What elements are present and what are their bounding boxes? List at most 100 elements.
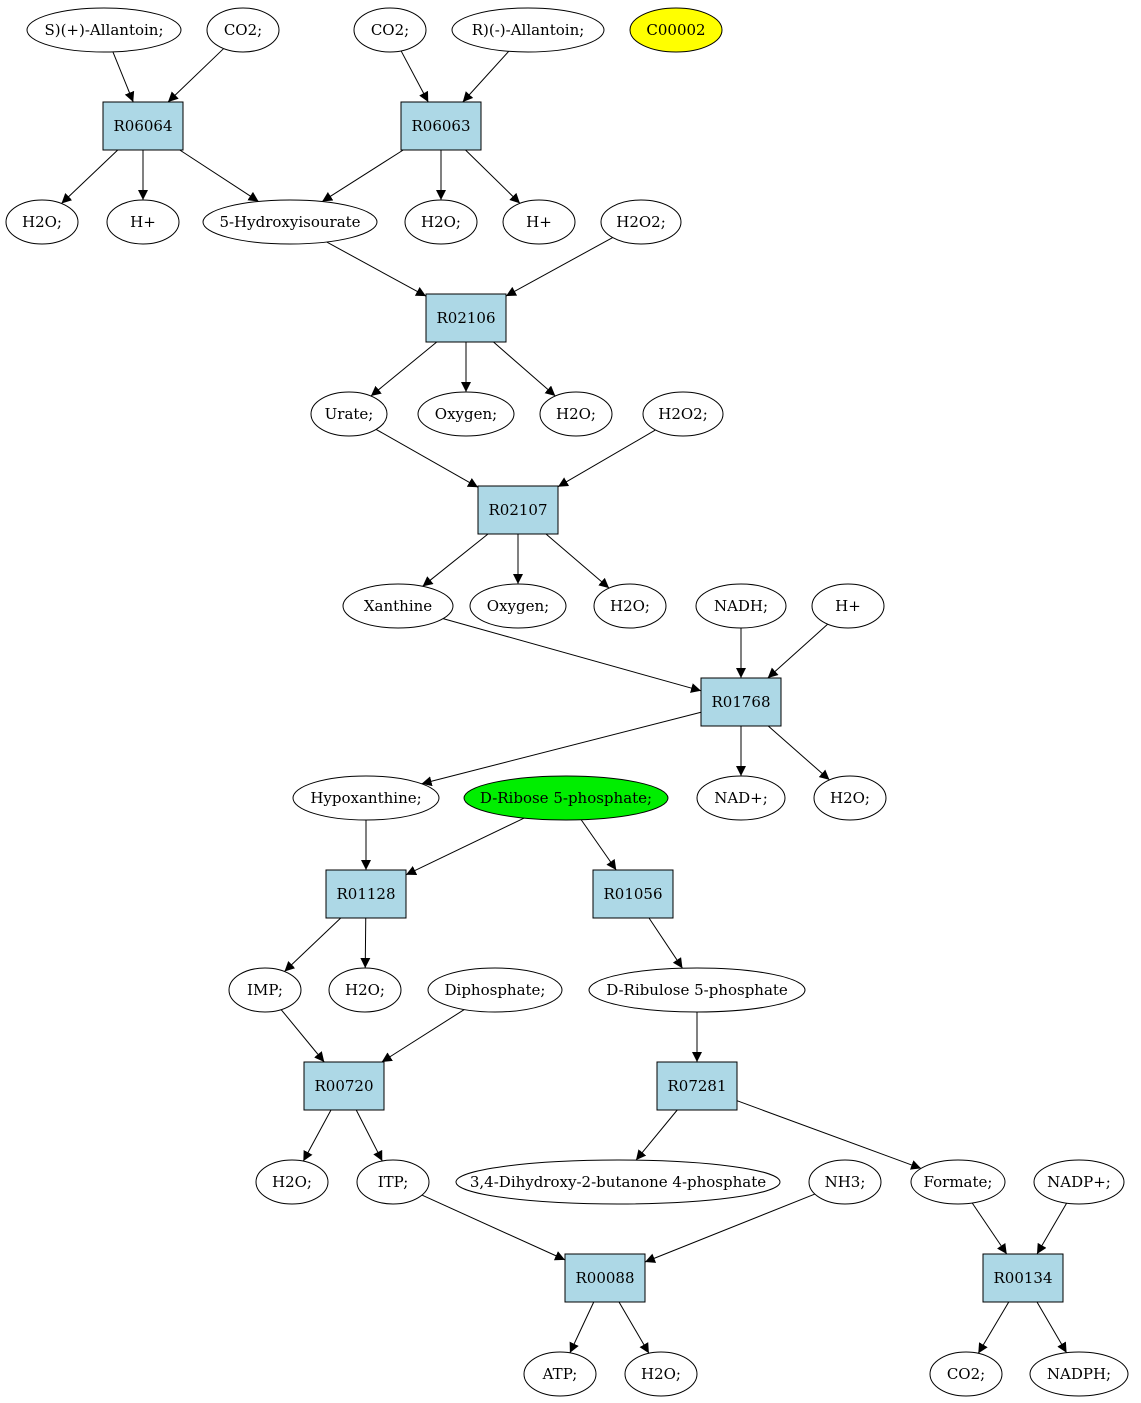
node-nadh: NADH; [695, 583, 787, 629]
node-label: R06063 [411, 117, 470, 135]
node-label: R)(-)-Allantoin; [472, 21, 585, 39]
edge-r00088-to-h2o-8 [618, 1301, 650, 1354]
compound-ellipse [356, 1159, 430, 1205]
node-diphosphate: Diphosphate; [427, 967, 563, 1013]
node-itp: ITP; [356, 1159, 430, 1205]
node-r07281: R07281 [656, 1061, 738, 1111]
node-label: NADH; [714, 597, 768, 615]
compound-ellipse [629, 7, 723, 53]
compound-ellipse [624, 1351, 698, 1397]
edge-r06064-to-hydroxyisourate [179, 149, 259, 202]
node-r01768: R01768 [700, 677, 782, 727]
edge-formate-to-r00134 [971, 1202, 1008, 1255]
reaction-box [656, 1061, 738, 1111]
edge-r01056-to-ribulose5p [648, 917, 683, 969]
compound-ellipse [808, 1159, 882, 1205]
edge-r00134-to-co2-c [977, 1301, 1010, 1354]
edge-r07281-to-formate [736, 1100, 922, 1170]
node-label: R00088 [575, 1269, 634, 1287]
edge-hydroxyisourate-to-r02106 [326, 241, 427, 297]
compound-ellipse [353, 7, 427, 53]
node-c00002: C00002 [629, 7, 723, 53]
reaction-box [564, 1253, 646, 1303]
compound-ellipse [539, 391, 613, 437]
compound-ellipse [593, 583, 667, 629]
edge-r02107-to-h2o-4 [545, 533, 610, 589]
compound-ellipse [106, 199, 180, 245]
node-s-allantoin: S)(+)-Allantoin; [26, 7, 182, 53]
node-label: NADPH; [1047, 1365, 1111, 1383]
node-hplus-1: H+ [106, 199, 180, 245]
node-label: H2O; [272, 1173, 312, 1191]
node-label: H2O2; [616, 213, 666, 231]
compound-ellipse [811, 583, 885, 629]
edge-nadpplus-to-r00134 [1036, 1202, 1068, 1255]
node-r01056: R01056 [592, 869, 674, 919]
edge-ribose5p-to-r01056 [580, 819, 617, 871]
node-nadpplus: NADP+; [1033, 1159, 1125, 1205]
compound-ellipse [5, 199, 79, 245]
node-label: R02106 [436, 309, 495, 327]
node-label: H2O; [421, 213, 461, 231]
compound-ellipse [695, 583, 787, 629]
node-label: H2O; [830, 789, 870, 807]
node-co2-b: CO2; [353, 7, 427, 53]
edge-r02106-to-h2o-3 [493, 341, 556, 397]
node-hplus-2: H+ [502, 199, 576, 245]
node-label: H+ [526, 213, 552, 231]
edge-nh3-to-r00088 [644, 1193, 816, 1263]
node-label: H2O; [345, 981, 385, 999]
node-r-allantoin: R)(-)-Allantoin; [451, 7, 605, 53]
node-atp: ATP; [523, 1351, 597, 1397]
node-label: D-Ribose 5-phosphate; [480, 789, 652, 807]
node-formate: Formate; [910, 1159, 1006, 1205]
reaction-box [982, 1253, 1064, 1303]
node-label: R00134 [993, 1269, 1052, 1287]
node-label: NH3; [825, 1173, 866, 1191]
edge-hplus-3-to-r01768 [767, 623, 829, 679]
node-label: CO2; [371, 21, 409, 39]
compound-ellipse [404, 199, 478, 245]
compound-ellipse [310, 391, 388, 437]
edge-r00720-to-h2o-7 [302, 1109, 332, 1162]
reaction-box [425, 293, 507, 343]
node-xanthine: Xanthine [342, 583, 454, 629]
node-label: H2O; [556, 405, 596, 423]
node-label: H+ [130, 213, 156, 231]
node-label: CO2; [947, 1365, 985, 1383]
compound-ellipse [292, 775, 440, 821]
node-label: R01128 [336, 885, 395, 903]
node-label: Xanthine [364, 597, 432, 615]
edge-r01768-to-h2o-5 [767, 725, 830, 781]
reaction-box [700, 677, 782, 727]
node-label: S)(+)-Allantoin; [44, 21, 163, 39]
compound-ellipse [588, 967, 806, 1013]
node-h2o-7: H2O; [255, 1159, 329, 1205]
compound-ellipse [427, 967, 563, 1013]
node-label: Oxygen; [435, 405, 497, 423]
node-r02106: R02106 [425, 293, 507, 343]
node-hypoxanthine: Hypoxanthine; [292, 775, 440, 821]
node-label: Diphosphate; [445, 981, 546, 999]
node-label: D-Ribulose 5-phosphate [606, 981, 788, 999]
edge-r06064-to-h2o-1 [61, 149, 119, 204]
edge-r01768-to-hypoxanthine [421, 711, 702, 787]
edge-xanthine-to-r01768 [442, 618, 702, 693]
edge-r00088-to-atp [569, 1301, 595, 1354]
edge-r-allantoin-to-r06063 [462, 50, 510, 103]
node-label: H2O; [610, 597, 650, 615]
compound-ellipse [463, 775, 669, 821]
compound-ellipse [451, 7, 605, 53]
edge-r06063-to-hydroxyisourate [321, 149, 404, 202]
node-h2o-3: H2O; [539, 391, 613, 437]
edge-s-allantoin-to-r06064 [112, 51, 135, 103]
node-ribose5p: D-Ribose 5-phosphate; [463, 775, 669, 821]
edge-r00134-to-nadph [1036, 1301, 1068, 1353]
node-r01128: R01128 [325, 869, 407, 919]
node-nh3: NH3; [808, 1159, 882, 1205]
node-h2o-5: H2O; [813, 775, 887, 821]
node-label: R01768 [711, 693, 770, 711]
edge-diphosphate-to-r00720 [381, 1009, 465, 1063]
edge-r02106-to-urate [370, 341, 438, 397]
edge-imp-to-r00720 [280, 1009, 325, 1063]
